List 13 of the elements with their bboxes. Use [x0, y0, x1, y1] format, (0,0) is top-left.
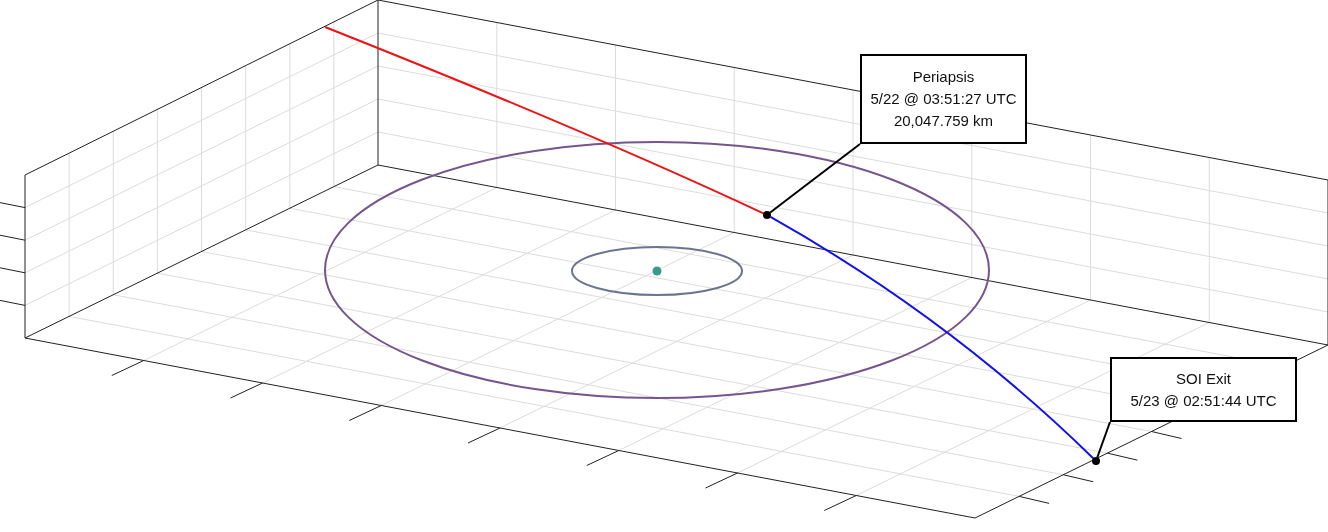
callout-box — [860, 54, 1027, 144]
callout-text: 20,047.759 km — [893, 111, 994, 131]
callout-text: SOI Exit — [1176, 368, 1231, 389]
marker-dot — [763, 211, 771, 219]
trajectory-curve — [324, 26, 765, 215]
leader-line — [1096, 421, 1111, 459]
callout-box — [1110, 357, 1297, 422]
callout-text: Periapsis — [912, 67, 975, 87]
marker-dot — [1092, 457, 1100, 465]
leader-line — [769, 143, 861, 214]
callout-text: 5/22 @ 03:51:27 UTC — [870, 89, 1017, 109]
trajectory-curve — [769, 215, 1095, 460]
callout-text: 5/23 @ 02:51:44 UTC — [1130, 390, 1277, 411]
